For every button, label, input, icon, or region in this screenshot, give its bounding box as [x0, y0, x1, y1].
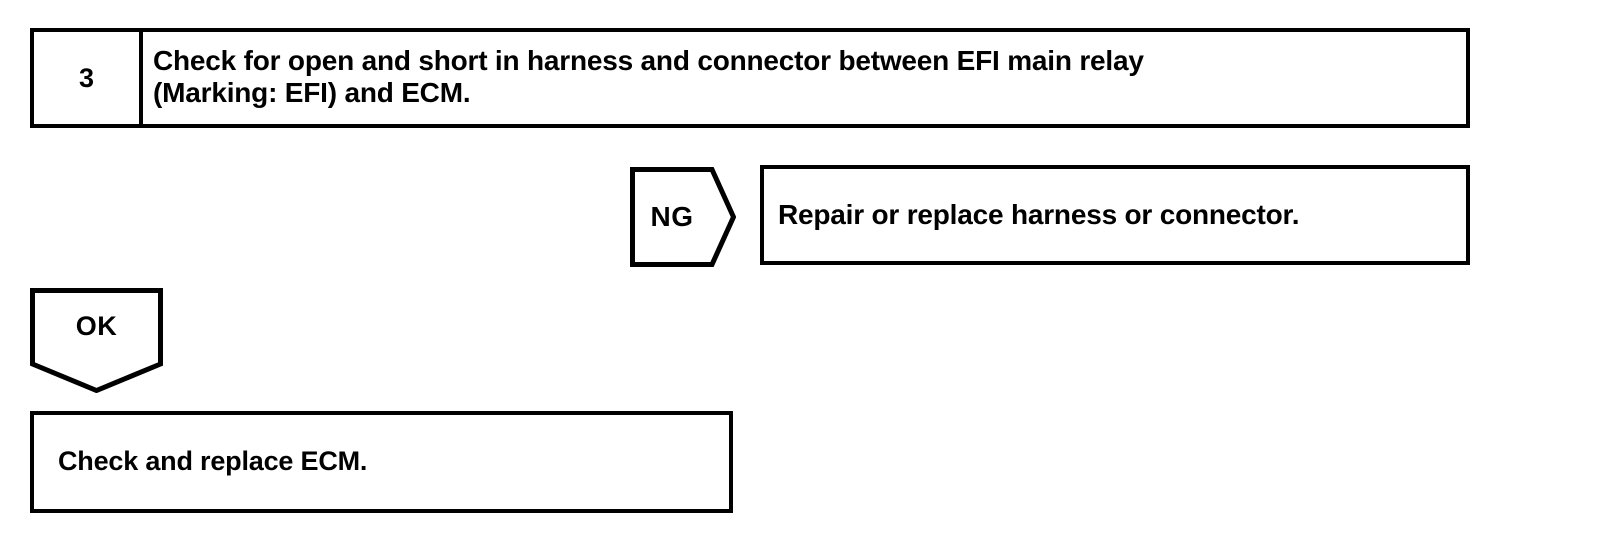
- step-instruction-cell: Check for open and short in harness and …: [143, 32, 1466, 124]
- ok-branch-arrow: OK: [30, 288, 163, 393]
- step-number-cell: 3: [34, 32, 143, 124]
- ok-branch-label: OK: [75, 310, 118, 341]
- step-number: 3: [78, 62, 95, 93]
- ng-branch-label: NG: [650, 201, 694, 232]
- step-box: 3 Check for open and short in harness an…: [30, 28, 1470, 128]
- ok-result-box: Check and replace ECM.: [30, 411, 733, 513]
- ng-result-box: Repair or replace harness or connector.: [760, 165, 1470, 265]
- ok-result-text: Check and replace ECM.: [58, 446, 368, 477]
- step-instruction-text: Check for open and short in harness and …: [153, 44, 1144, 108]
- ng-result-text: Repair or replace harness or connector.: [778, 198, 1300, 230]
- ng-branch-arrow: NG: [630, 167, 736, 267]
- ok-arrow-icon: [30, 288, 163, 393]
- ng-arrow-icon: [630, 167, 736, 267]
